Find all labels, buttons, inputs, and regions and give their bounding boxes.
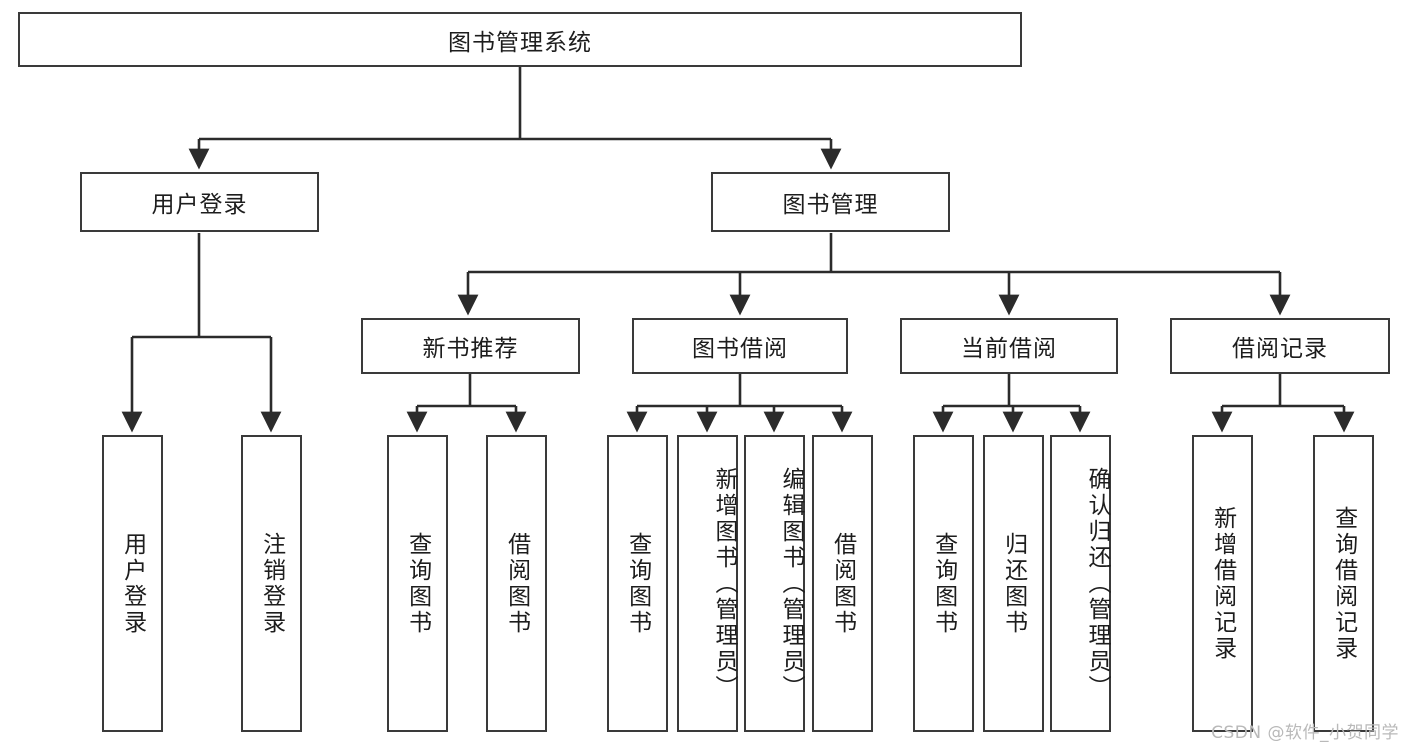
node-user-login-label: 用户登录 [151, 192, 248, 218]
leaf-borrow-record-1-label: 新增借阅记录 [1209, 505, 1236, 662]
leaf-book-borrow-4-label: 借阅图书 [829, 531, 856, 636]
node-borrow-record-label: 借阅记录 [1232, 336, 1328, 362]
leaf-user-login-2-label: 注销登录 [258, 531, 285, 636]
leaf-user-login-2[interactable]: 注销登录 [241, 435, 302, 732]
leaf-borrow-record-2-label: 查询借阅记录 [1330, 505, 1357, 662]
leaf-user-login-1[interactable]: 用户登录 [102, 435, 163, 732]
leaf-new-book-2-label: 借阅图书 [503, 531, 530, 636]
leaf-current-borrow-1-label: 查询图书 [930, 531, 957, 636]
node-root[interactable]: 图书管理系统 [18, 12, 1022, 67]
leaf-borrow-record-1[interactable]: 新增借阅记录 [1192, 435, 1253, 732]
node-root-label: 图书管理系统 [448, 29, 592, 56]
leaf-new-book-2[interactable]: 借阅图书 [486, 435, 547, 732]
node-current-borrow-label: 当前借阅 [961, 336, 1057, 362]
leaf-book-borrow-1[interactable]: 查询图书 [607, 435, 668, 732]
leaf-book-borrow-3-label: 编辑图书（管理员） [778, 466, 804, 701]
node-book-borrow-label: 图书借阅 [692, 336, 788, 362]
node-book-manage-label: 图书管理 [782, 192, 879, 218]
leaf-current-borrow-2-label: 归还图书 [1000, 531, 1027, 636]
leaf-current-borrow-3[interactable]: 确认归还（管理员） [1050, 435, 1111, 732]
leaf-current-borrow-1[interactable]: 查询图书 [913, 435, 974, 732]
leaf-borrow-record-2[interactable]: 查询借阅记录 [1313, 435, 1374, 732]
leaf-book-borrow-1-label: 查询图书 [624, 531, 651, 636]
leaf-current-borrow-3-label: 确认归还（管理员） [1084, 466, 1110, 701]
node-new-book-recommend-label: 新书推荐 [422, 336, 519, 362]
leaf-new-book-1[interactable]: 查询图书 [387, 435, 448, 732]
node-borrow-record[interactable]: 借阅记录 [1170, 318, 1390, 374]
leaf-book-borrow-4[interactable]: 借阅图书 [812, 435, 873, 732]
leaf-book-borrow-3[interactable]: 编辑图书（管理员） [744, 435, 805, 732]
leaf-current-borrow-2[interactable]: 归还图书 [983, 435, 1044, 732]
leaf-new-book-1-label: 查询图书 [404, 531, 431, 636]
leaf-book-borrow-2[interactable]: 新增图书（管理员） [677, 435, 738, 732]
node-new-book-recommend[interactable]: 新书推荐 [361, 318, 580, 374]
leaf-book-borrow-2-label: 新增图书（管理员） [711, 466, 737, 701]
node-user-login[interactable]: 用户登录 [80, 172, 319, 232]
node-current-borrow[interactable]: 当前借阅 [900, 318, 1118, 374]
node-book-manage[interactable]: 图书管理 [711, 172, 950, 232]
leaf-user-login-1-label: 用户登录 [119, 531, 146, 636]
node-book-borrow[interactable]: 图书借阅 [632, 318, 848, 374]
